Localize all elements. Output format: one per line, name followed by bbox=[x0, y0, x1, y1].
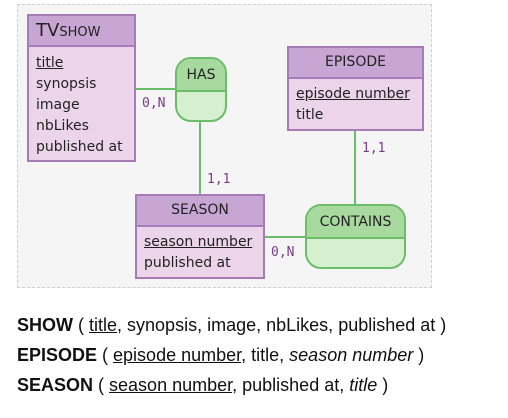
relation-contains-label: CONTAINS bbox=[307, 206, 404, 239]
entity-season: SEASON season number published at bbox=[135, 194, 265, 279]
relation-contains: CONTAINS bbox=[305, 204, 406, 269]
schema-attribute: image bbox=[207, 315, 257, 335]
cardinality-tvshow-has: 0,N bbox=[142, 96, 166, 111]
attr-title: title bbox=[36, 55, 64, 71]
attr-season-number: season number bbox=[144, 234, 253, 250]
schema-attribute: title bbox=[349, 375, 378, 395]
attr-nblikes: nbLikes bbox=[36, 118, 89, 134]
attr-synopsis: synopsis bbox=[36, 76, 97, 92]
schema-relation-name: SHOW bbox=[17, 315, 73, 335]
schema-attribute: title bbox=[251, 345, 280, 365]
connector-lines bbox=[136, 88, 356, 238]
schema-relation-name: SEASON bbox=[17, 375, 94, 395]
schema-attribute: title bbox=[89, 315, 118, 335]
entity-season-attributes: season number published at bbox=[137, 227, 263, 274]
relation-has: HAS bbox=[175, 57, 227, 122]
schema-line-season: SEASON ( season number, published at, ti… bbox=[17, 375, 389, 395]
cardinality-season-has: 1,1 bbox=[207, 172, 231, 187]
schema-line-show: SHOW ( title, synopsis, image, nbLikes, … bbox=[17, 315, 447, 335]
cardinality-season-contains: 0,N bbox=[271, 245, 295, 260]
schema-attribute: season number bbox=[109, 375, 233, 395]
attr-season-published-at: published at bbox=[144, 255, 231, 271]
entity-episode-title: EPISODE bbox=[289, 48, 422, 79]
schema-attribute: episode number bbox=[113, 345, 242, 365]
schema-attribute: synopsis bbox=[127, 315, 198, 335]
relation-has-label: HAS bbox=[177, 59, 225, 92]
entity-season-title: SEASON bbox=[137, 196, 263, 227]
schema-attribute: season number bbox=[289, 345, 414, 365]
attr-episode-title: title bbox=[296, 107, 324, 123]
entity-tvshow-title: TVSHOW bbox=[29, 16, 134, 47]
schema-relation-name: EPISODE bbox=[17, 345, 98, 365]
schema-attribute: published at bbox=[338, 315, 436, 335]
entity-episode-attributes: episode number title bbox=[289, 79, 422, 126]
schema-attribute: nbLikes bbox=[266, 315, 329, 335]
entity-tvshow-attributes: title synopsis image nbLikes published a… bbox=[29, 47, 134, 158]
entity-tvshow: TVSHOW title synopsis image nbLikes publ… bbox=[27, 14, 136, 162]
schema-attribute: published at bbox=[242, 375, 340, 395]
attr-published-at: published at bbox=[36, 139, 123, 155]
cardinality-episode-contains: 1,1 bbox=[362, 141, 386, 156]
schema-line-episode: EPISODE ( episode number, title, season … bbox=[17, 345, 425, 365]
entity-episode: EPISODE episode number title bbox=[287, 46, 424, 131]
attr-episode-number: episode number bbox=[296, 86, 410, 102]
attr-image: image bbox=[36, 97, 80, 113]
